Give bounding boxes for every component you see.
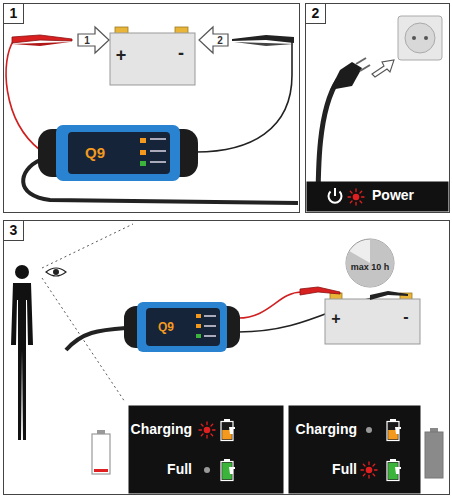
indicator-panel: ChargingFull	[128, 405, 283, 493]
step-panel: 3ChargingFullChargingFull	[3, 220, 450, 495]
terminal-sign: +	[116, 45, 127, 66]
step-number: 1	[4, 4, 24, 24]
brand-mark: Q9	[158, 320, 174, 334]
step-panel: 2Power	[305, 3, 450, 213]
terminal-sign: -	[178, 43, 184, 64]
terminal-sign: +	[331, 310, 340, 328]
node-text: Full	[332, 461, 357, 477]
indicator-panel: ChargingFull	[288, 405, 420, 493]
terminal-sign: -	[403, 308, 408, 326]
step-panel: 1	[3, 3, 300, 213]
time-label: max 10 h	[351, 262, 390, 272]
brand-mark: Q9	[85, 144, 105, 161]
step-number: 2	[306, 4, 326, 24]
callout-number: 2	[217, 35, 223, 46]
node-text: Full	[167, 461, 192, 477]
node-text: Power	[372, 187, 414, 203]
callout-number: 1	[84, 35, 90, 46]
node-text: Charging	[296, 421, 357, 437]
step-number: 3	[4, 221, 24, 241]
node-text: Charging	[131, 421, 192, 437]
power-bar: Power	[306, 181, 448, 211]
